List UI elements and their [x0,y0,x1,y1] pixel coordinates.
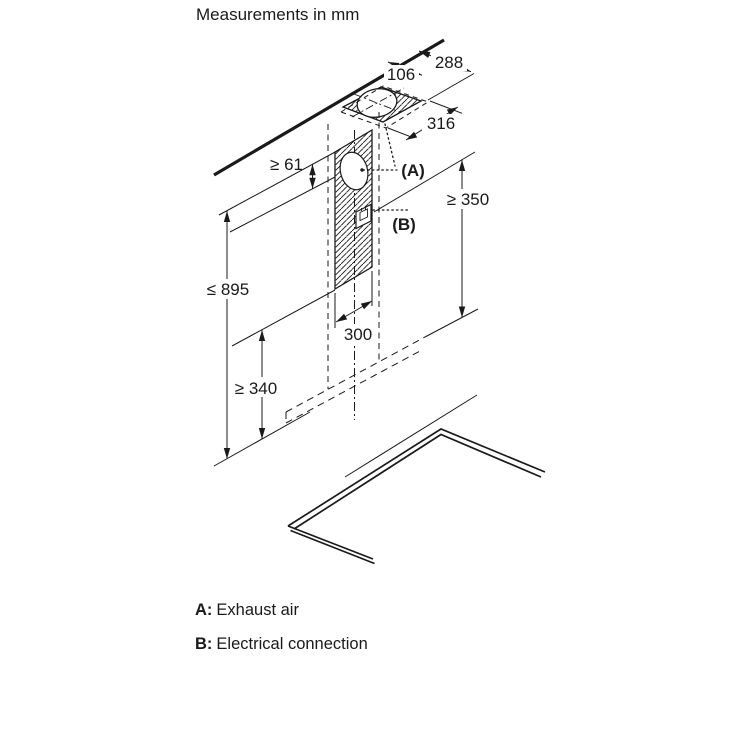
ceiling-duct-cutout [339,85,430,129]
hood-body-dashed [285,336,426,424]
page-title: Measurements in mm [196,5,360,24]
legend-a-label: Exhaust air [216,601,299,619]
legend-electrical-connection: B:Electrical connection [195,635,368,654]
legend-b-label: Electrical connection [216,635,368,653]
duct-footprint-dashed [339,85,430,129]
label-backings [202,53,493,397]
callout-leaders [362,123,411,211]
chimney-outline-dashed [327,112,380,389]
dim-mount-height: ≥ 350 [447,190,489,209]
dim-plate-width: 300 [344,325,372,344]
exhaust-air-opening [339,151,369,191]
dim-duct-width: 316 [427,114,455,133]
dim-duct-offset-near: 106 [387,65,415,84]
exhaust-centre-dot [360,168,364,172]
dim-duct-depth: 288 [435,53,463,72]
dim-ceiling-gap: ≥ 61 [270,155,303,174]
dim-hob-clearance: ≥ 340 [235,379,277,398]
dimension-arrows [223,51,471,459]
callout-b-label: (B) [392,215,416,234]
legend-exhaust-air: A:Exhaust air [195,601,299,620]
legend-b-key: B: [195,635,213,653]
dim-max-height: ≤ 895 [207,280,249,299]
callout-a-label: (A) [401,161,425,180]
ceiling-edge-line [213,38,445,177]
hob-outline [287,428,546,565]
wall-mounting-plate [334,128,373,291]
extension-lines [213,73,479,478]
legend-a-key: A: [195,601,213,619]
electrical-connection-symbol [355,203,372,230]
